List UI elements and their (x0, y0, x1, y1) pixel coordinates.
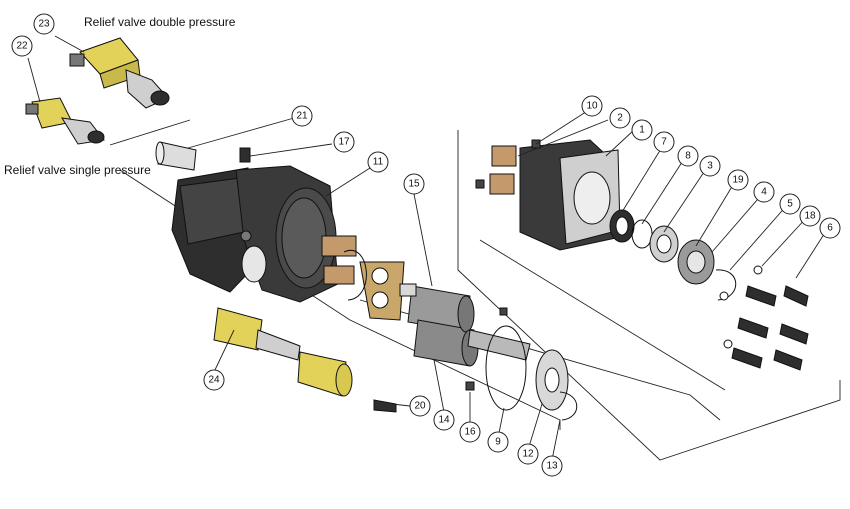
callout-number-13: 13 (546, 461, 558, 472)
callout-circle-9 (487, 431, 509, 453)
pump-body-part (171, 165, 357, 303)
valve-assembly-part-24 (213, 307, 353, 397)
callout-circle-17 (333, 131, 355, 153)
callout-circle-2 (609, 107, 631, 129)
callout-number-12: 12 (522, 449, 534, 460)
callout-circle-3 (699, 155, 721, 177)
callout-number-3: 3 (707, 161, 713, 172)
front-flange-part (475, 139, 621, 251)
callout-number-16: 16 (464, 427, 476, 438)
callout-circle-14 (433, 409, 455, 431)
relief-valve-double-label: Relief valve double pressure (84, 15, 236, 29)
callout-circle-16 (459, 421, 481, 443)
callout-circle-7 (653, 131, 675, 153)
callout-number-22: 22 (16, 41, 28, 52)
callout-number-24: 24 (208, 375, 220, 386)
callout-number-2: 2 (617, 113, 623, 124)
sleeve-part-21 (155, 141, 197, 171)
callout-circle-22 (11, 35, 33, 57)
callout-circle-13 (541, 455, 563, 477)
callout-circle-8 (677, 145, 699, 167)
callout-circle-5 (779, 193, 801, 215)
wear-plate-part (343, 249, 405, 321)
callout-number-20: 20 (414, 401, 426, 412)
callout-number-10: 10 (586, 101, 598, 112)
callout-number-15: 15 (408, 179, 420, 190)
relief-valve-single-label: Relief valve single pressure (4, 163, 151, 177)
callout-number-8: 8 (685, 151, 691, 162)
callout-circle-21 (291, 105, 313, 127)
callout-number-9: 9 (495, 437, 501, 448)
callout-number-14: 14 (438, 415, 450, 426)
callout-number-7: 7 (661, 137, 667, 148)
callout-circle-1 (631, 119, 653, 141)
callout-number-17: 17 (338, 137, 350, 148)
callout-circle-12 (517, 443, 539, 465)
bolt-part-20 (373, 399, 397, 413)
relief-valve-single-part (25, 97, 105, 145)
callout-number-11: 11 (373, 157, 384, 168)
leader-lines (27, 35, 829, 461)
assembly-guide-lines (109, 119, 841, 461)
callout-number-4: 4 (761, 187, 767, 198)
callout-number-18: 18 (804, 211, 816, 222)
relief-valve-double-part (69, 37, 170, 109)
callout-number-6: 6 (827, 223, 833, 234)
callout-circle-18 (799, 205, 821, 227)
callout-number-19: 19 (732, 175, 744, 186)
callout-circle-19 (727, 169, 749, 191)
callout-circle-6 (819, 217, 841, 239)
callout-circle-15 (403, 173, 425, 195)
callout-number-5: 5 (787, 199, 793, 210)
callout-number-21: 21 (296, 111, 308, 122)
callout-circle-23 (33, 13, 55, 35)
callout-number-1: 1 (639, 125, 645, 136)
plug-part-17 (239, 147, 251, 163)
bolt-set-part (719, 265, 809, 371)
callout-number-23: 23 (38, 19, 50, 30)
gear-set-part (399, 283, 531, 367)
callout-circle-10 (581, 95, 603, 117)
shaft-seals-part (609, 209, 737, 301)
callout-circle-4 (753, 181, 775, 203)
callout-circle-11 (367, 151, 389, 173)
callout-circle-24 (203, 369, 225, 391)
rear-seals-part (465, 307, 578, 421)
callout-circle-20 (409, 395, 431, 417)
